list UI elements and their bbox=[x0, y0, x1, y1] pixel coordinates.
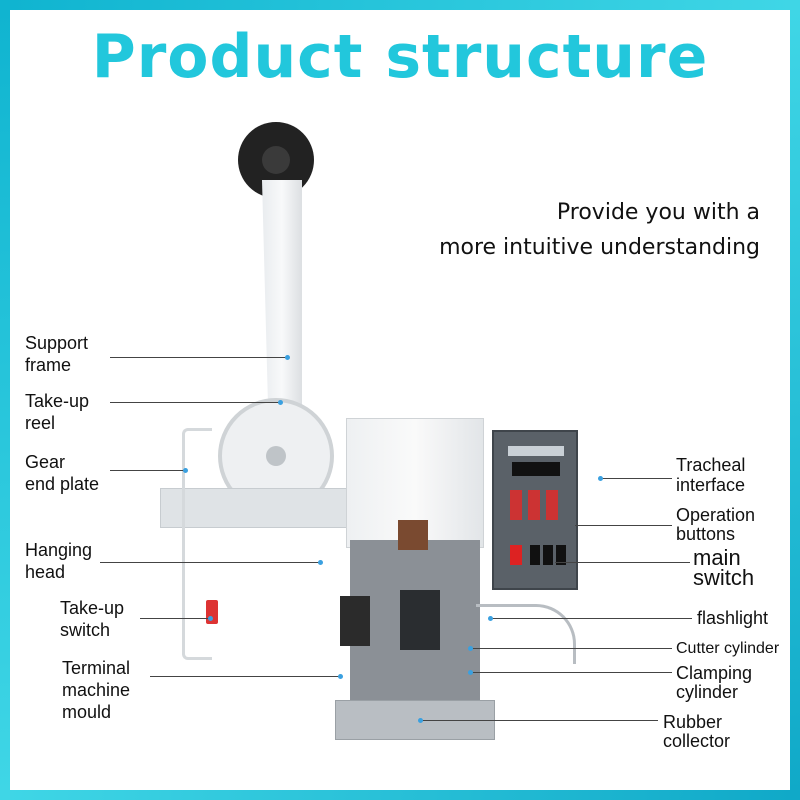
leader-dot bbox=[488, 616, 493, 621]
label-cutter-cylinder: Cutter cylinder bbox=[676, 640, 780, 657]
machine-part bbox=[530, 545, 566, 565]
leader-dot bbox=[338, 674, 343, 679]
label-flashlight: flashlight bbox=[697, 608, 769, 628]
machine-part bbox=[266, 446, 286, 466]
leader-dot bbox=[598, 476, 603, 481]
machine-part bbox=[262, 146, 290, 174]
leader-dot bbox=[468, 646, 473, 651]
leader-line bbox=[600, 478, 672, 479]
leader-line bbox=[420, 720, 658, 721]
machine-part bbox=[512, 462, 560, 476]
leader-dot bbox=[208, 616, 213, 621]
machine-part bbox=[400, 590, 440, 650]
subtitle-line-1: Provide you with a bbox=[556, 200, 760, 225]
leader-dot bbox=[183, 468, 188, 473]
hanging-head-block bbox=[398, 520, 428, 550]
machine-part bbox=[340, 596, 370, 646]
leader-line bbox=[470, 648, 672, 649]
leader-dot bbox=[318, 560, 323, 565]
operation-buttons-panel bbox=[510, 490, 562, 520]
leader-dot bbox=[418, 718, 423, 723]
page-title: Product structure bbox=[91, 22, 709, 92]
leader-line bbox=[470, 672, 672, 673]
flashlight-hose bbox=[476, 604, 576, 664]
main-switch-toggle bbox=[510, 545, 522, 565]
leader-line bbox=[555, 562, 690, 563]
machine-part bbox=[508, 446, 564, 456]
leader-dot bbox=[285, 355, 290, 360]
subtitle-line-2: more intuitive understanding bbox=[439, 235, 760, 260]
gear-end-plate bbox=[182, 428, 212, 660]
leader-line bbox=[110, 357, 287, 358]
leader-line bbox=[140, 618, 210, 619]
leader-line bbox=[100, 562, 320, 563]
leader-line bbox=[110, 402, 280, 403]
leader-dot bbox=[278, 400, 283, 405]
leader-line bbox=[575, 525, 672, 526]
leader-line bbox=[110, 470, 185, 471]
leader-dot bbox=[468, 670, 473, 675]
leader-line bbox=[150, 676, 340, 677]
leader-line bbox=[490, 618, 692, 619]
